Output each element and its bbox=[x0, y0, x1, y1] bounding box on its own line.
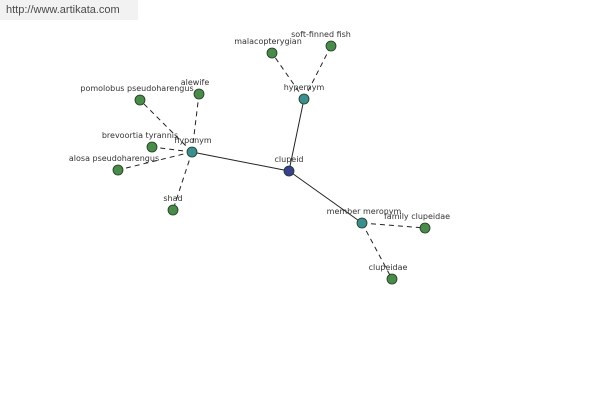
edge-hyponym-alosa-pseudoharengus bbox=[117, 151, 193, 171]
node-label-brevoortia-tyrannis: brevoortia tyrannis bbox=[102, 131, 178, 140]
node-label-hypernym: hypernym bbox=[284, 83, 325, 92]
node-label-clupeid: clupeid bbox=[275, 155, 304, 164]
node-family-clupeidae[interactable]: family clupeidae bbox=[384, 212, 450, 234]
node-soft-finned-fish[interactable]: soft-finned fish bbox=[291, 30, 351, 52]
node-dot-family-clupeidae[interactable] bbox=[419, 222, 431, 234]
node-label-clupeidae: clupeidae bbox=[369, 263, 408, 272]
node-label-alewife: alewife bbox=[181, 78, 210, 87]
node-alewife[interactable]: alewife bbox=[181, 78, 210, 100]
node-member-meronym[interactable]: member meronym bbox=[327, 207, 402, 229]
node-dot-brevoortia-tyrannis[interactable] bbox=[146, 141, 158, 153]
node-label-malacopterygian: malacopterygian bbox=[234, 37, 302, 46]
node-alosa-pseudoharengus[interactable]: alosa pseudoharengus bbox=[69, 154, 159, 176]
node-dot-malacopterygian[interactable] bbox=[266, 47, 278, 59]
edge-clupeid-member-meronym bbox=[288, 170, 363, 224]
graph-edges bbox=[117, 45, 426, 280]
node-dot-shad[interactable] bbox=[167, 204, 179, 216]
node-label-hyponym: hyponym bbox=[174, 136, 212, 145]
edge-hyponym-pomolobus-pseudoharengus bbox=[139, 99, 193, 153]
node-dot-clupeidae[interactable] bbox=[386, 273, 398, 285]
edge-clupeid-hyponym bbox=[191, 151, 290, 172]
edge-hyponym-shad bbox=[172, 151, 193, 211]
node-malacopterygian[interactable]: malacopterygian bbox=[234, 37, 302, 59]
watermark-url: http://www.artikata.com bbox=[0, 0, 138, 20]
node-brevoortia-tyrannis[interactable]: brevoortia tyrannis bbox=[102, 131, 178, 153]
node-label-soft-finned-fish: soft-finned fish bbox=[291, 30, 351, 39]
node-dot-member-meronym[interactable] bbox=[356, 217, 368, 229]
node-label-member-meronym: member meronym bbox=[327, 207, 402, 216]
node-dot-hypernym[interactable] bbox=[298, 93, 310, 105]
node-pomolobus-pseudoharengus[interactable]: pomolobus pseudoharengus bbox=[80, 84, 194, 106]
node-dot-alosa-pseudoharengus[interactable] bbox=[112, 164, 124, 176]
node-dot-alewife[interactable] bbox=[193, 88, 205, 100]
edge-hyponym-alewife bbox=[191, 93, 200, 153]
edge-member-meronym-family-clupeidae bbox=[361, 222, 426, 229]
node-label-shad: shad bbox=[163, 194, 182, 203]
edge-member-meronym-clupeidae bbox=[361, 222, 393, 280]
node-clupeidae[interactable]: clupeidae bbox=[369, 263, 408, 285]
node-dot-hyponym[interactable] bbox=[186, 146, 198, 158]
node-dot-soft-finned-fish[interactable] bbox=[325, 40, 337, 52]
node-dot-pomolobus-pseudoharengus[interactable] bbox=[134, 94, 146, 106]
edge-hypernym-malacopterygian bbox=[271, 52, 305, 100]
node-hyponym[interactable]: hyponym bbox=[174, 136, 212, 158]
edge-clupeid-hypernym bbox=[288, 98, 305, 172]
node-hypernym[interactable]: hypernym bbox=[284, 83, 325, 105]
node-clupeid[interactable]: clupeid bbox=[275, 155, 304, 177]
edge-hyponym-brevoortia-tyrannis bbox=[151, 146, 193, 153]
node-label-alosa-pseudoharengus: alosa pseudoharengus bbox=[69, 154, 159, 163]
edge-hypernym-soft-finned-fish bbox=[303, 45, 332, 100]
node-label-family-clupeidae: family clupeidae bbox=[384, 212, 450, 221]
node-dot-clupeid[interactable] bbox=[283, 165, 295, 177]
node-shad[interactable]: shad bbox=[163, 194, 183, 216]
node-label-pomolobus-pseudoharengus: pomolobus pseudoharengus bbox=[80, 84, 193, 93]
